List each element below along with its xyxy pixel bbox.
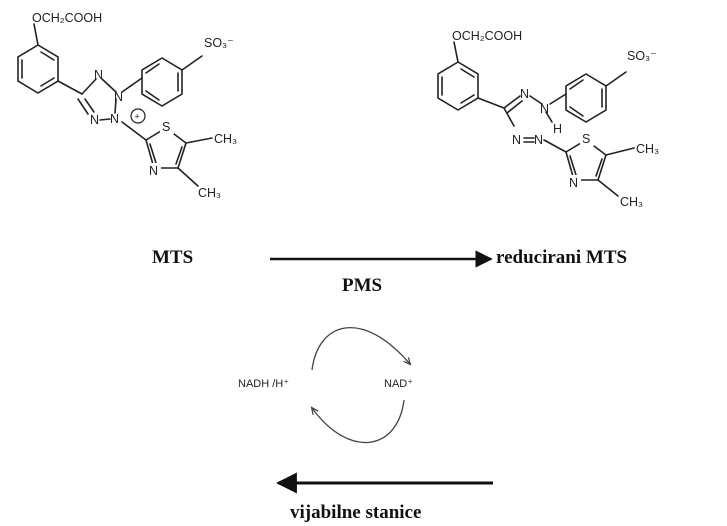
positive-charge-icon	[130, 108, 146, 124]
reduced-n-aryl-bond	[549, 93, 567, 105]
mts-sulfonate-label: SO₃⁻	[204, 36, 234, 50]
mts-tetrazole-bond	[99, 118, 111, 121]
reduced-methyl-top-label: CH₃	[636, 142, 659, 156]
reduced-sulfur-mask	[580, 130, 594, 146]
reduced-formazan-bond	[529, 95, 543, 105]
reduced-sulfophenyl-double-bond	[569, 79, 584, 90]
reduced-formazan-n: N	[534, 133, 543, 147]
reduced-phenyl-double-bond	[460, 94, 475, 104]
reduced-nh-bond	[545, 111, 553, 123]
mts-sulfophenyl-double-bond	[145, 63, 160, 74]
mts-tetrazole-bond	[77, 98, 89, 115]
nad-label: NAD⁺	[384, 378, 413, 390]
nadh-label: NADH /H⁺	[238, 378, 289, 390]
reduced-formazan-double-bond	[506, 100, 523, 114]
reduced-formazan-n: N	[520, 87, 529, 101]
reduced-formazan-bond	[503, 95, 521, 109]
mts-sulfophenyl-double-bond	[145, 90, 160, 101]
mts-sulfur-mask	[160, 118, 174, 134]
reduced-thiazole-double-bond	[569, 155, 577, 176]
reduced-methyl-bottom-label: CH₃	[620, 195, 643, 209]
cycle-arrow-bottom	[312, 399, 405, 444]
mts-phenyl-double-bond	[40, 51, 55, 61]
mts-tetrazole-n: N	[110, 112, 119, 126]
mts-n-aryl-bond	[121, 77, 143, 93]
mts-methyl-bond	[185, 137, 213, 144]
mts-tetrazole-bond	[101, 78, 117, 93]
mts-n-mask	[147, 163, 161, 177]
mts-sulfur-label: S	[162, 120, 170, 134]
mts-thiazole-double-bond	[149, 143, 157, 164]
mts-tetrazole-bond	[81, 78, 97, 95]
mts-structure: OCH₂COOH N N N N + SO₃⁻ S	[17, 11, 237, 200]
mts-tetrazole-n: N	[114, 90, 123, 104]
mts-methyl-top-label: CH₃	[214, 132, 237, 146]
reduced-so3-bond	[605, 71, 627, 87]
mediator-label: PMS	[342, 275, 382, 296]
reduced-formazan-n: N	[512, 133, 521, 147]
reduced-sulfophenyl-ring	[565, 73, 607, 123]
reduced-hydrogen-label: H	[553, 122, 562, 136]
reduced-o-bond	[453, 41, 459, 63]
mts-substituent-label: OCH₂COOH	[32, 11, 102, 25]
reduced-sulfophenyl-double-bond	[569, 106, 584, 117]
mts-so3-bond	[181, 55, 203, 71]
mts-charge-sign: +	[135, 112, 140, 122]
mts-methyl-bond	[177, 167, 199, 187]
reduced-phenyl-double-bond	[460, 68, 475, 78]
reduced-mts-structure: OCH₂COOH N N N N H SO₃⁻ S	[437, 29, 659, 209]
mts-phenyl-double-bond	[40, 77, 55, 87]
reduced-formazan-n: N	[540, 102, 549, 116]
mts-methyl-bottom-label: CH₃	[198, 186, 221, 200]
reduced-sulfonate-label: SO₃⁻	[627, 49, 657, 63]
reduced-ring-link-bond	[477, 97, 505, 109]
cells-label: vijabilne stanice	[290, 502, 421, 523]
mts-sulfophenyl-ring	[141, 57, 183, 107]
reduced-sulfur-label: S	[582, 132, 590, 146]
reduced-methyl-bond	[605, 147, 635, 156]
reduced-formazan-bond	[503, 107, 515, 127]
reduced-n-mask	[567, 175, 581, 189]
reduced-substituent-label: OCH₂COOH	[452, 29, 522, 43]
reduced-thiazole-double-bond	[595, 158, 603, 177]
mts-tetrazole-n: N	[90, 113, 99, 127]
mts-tetrazole-n: N	[94, 68, 103, 82]
mts-o-bond	[33, 23, 39, 46]
mts-tetrazole-bond	[84, 98, 95, 113]
mts-phenyl-ring	[17, 44, 59, 94]
reduced-thiazole-n: N	[569, 176, 578, 190]
reduced-phenyl-ring	[437, 61, 479, 111]
cycle-arrow-top	[311, 327, 410, 371]
mts-tetrazole-bond	[114, 98, 117, 114]
mts-ring-link-bond	[57, 80, 83, 95]
reactant-label: MTS	[152, 247, 193, 268]
mts-thiazole-double-bond	[175, 146, 183, 165]
mts-thiazole-link-bond	[121, 121, 147, 141]
product-label: reducirani MTS	[496, 247, 627, 268]
mts-thiazole-n: N	[149, 164, 158, 178]
reduced-methyl-bond	[597, 179, 619, 197]
reduced-thiazole-link-bond	[543, 139, 567, 153]
